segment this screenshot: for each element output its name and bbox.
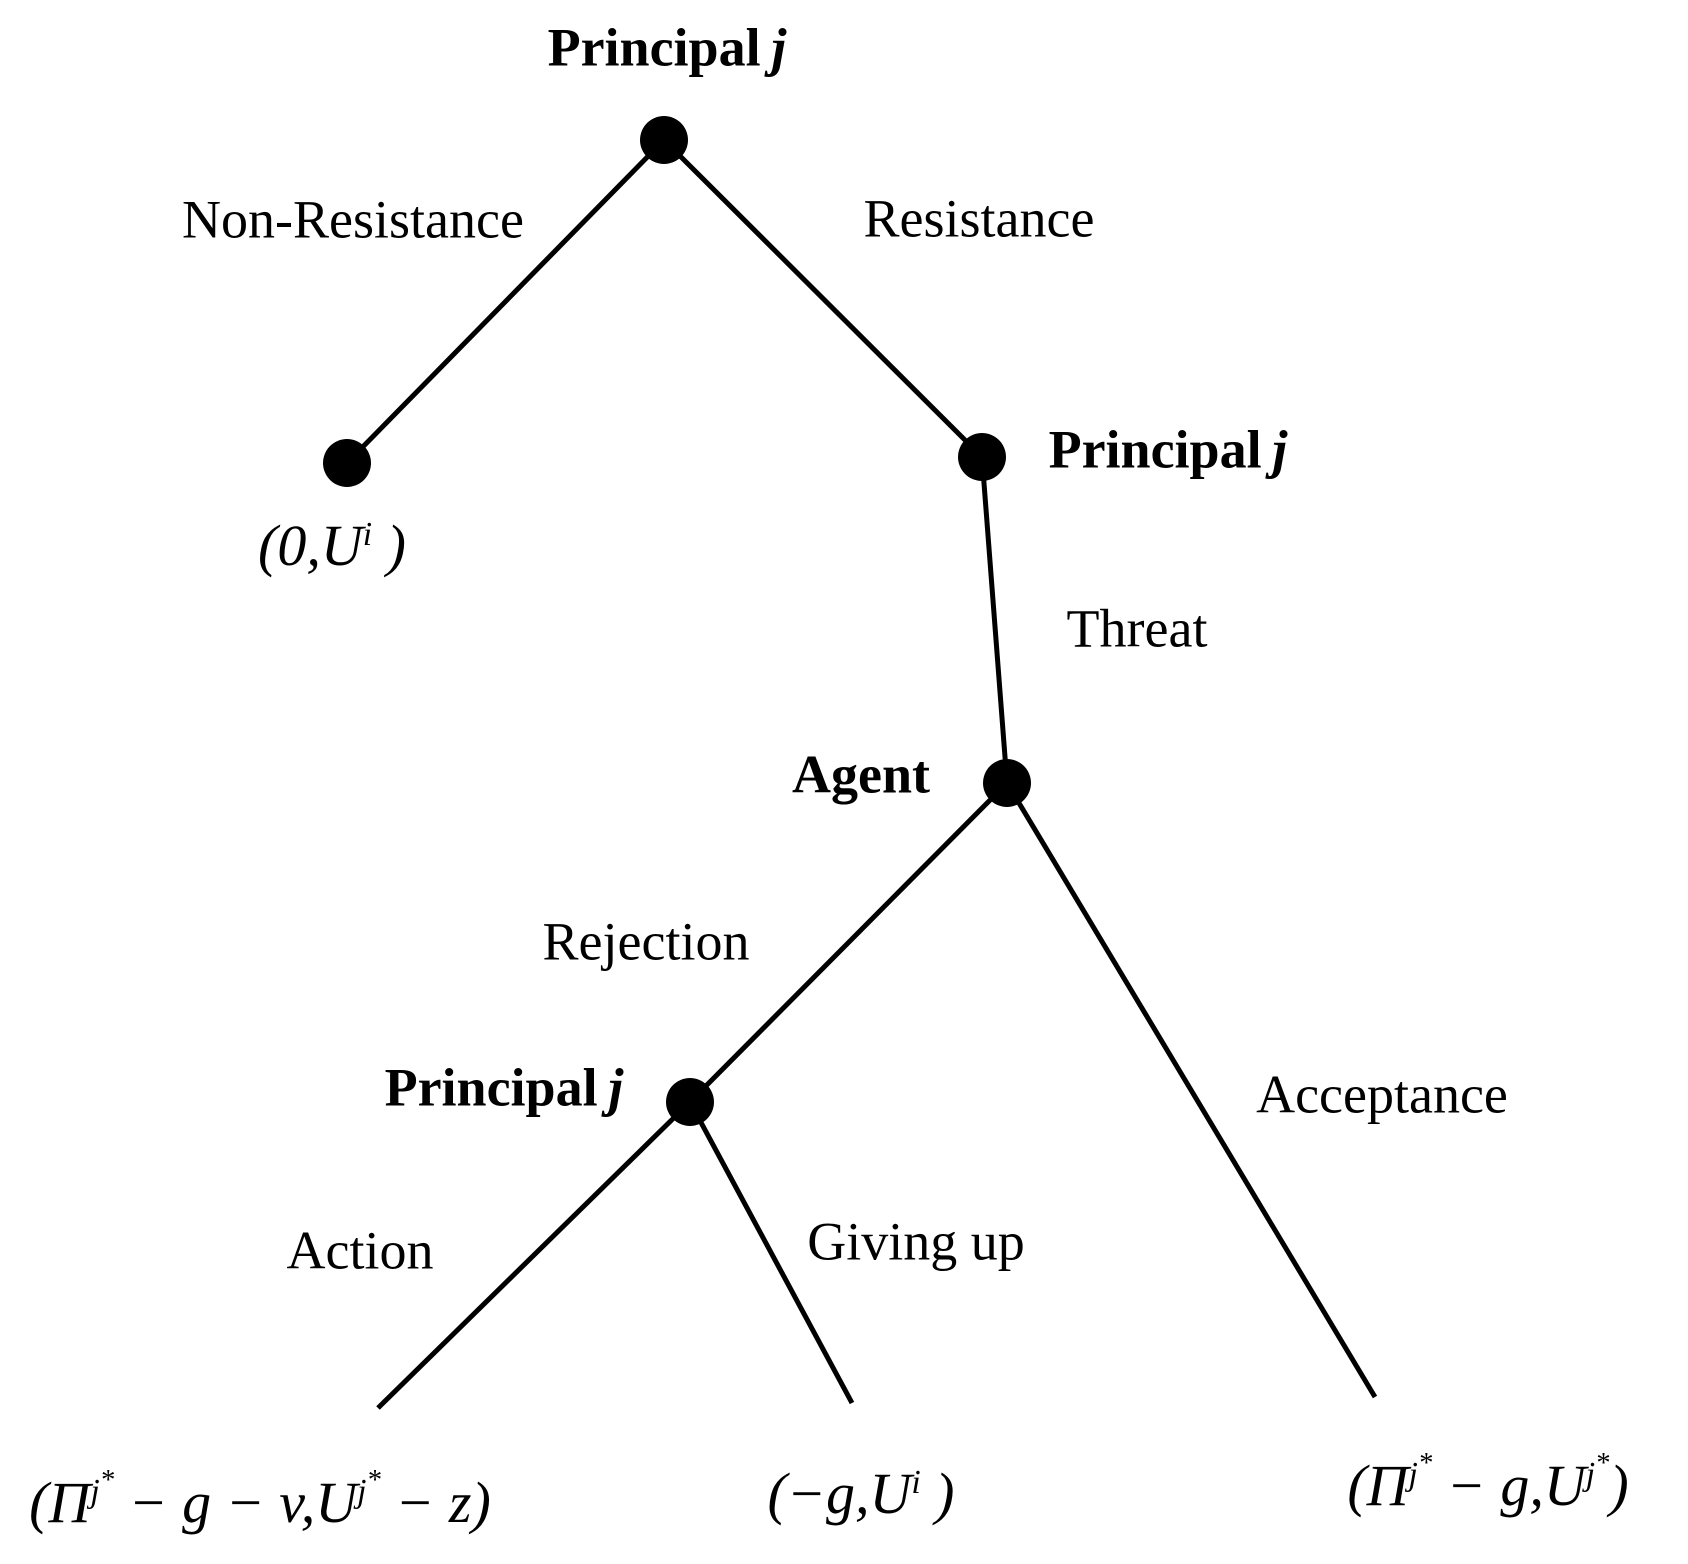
player-name: Principal (1048, 419, 1262, 480)
superscript-star: * (99, 1464, 115, 1496)
edge-label-action: Action (286, 1220, 434, 1281)
expression-tail: − z (380, 1470, 472, 1536)
edge-label-threat: Threat (1066, 598, 1208, 659)
edge-label-resistance: Resistance (863, 188, 1095, 249)
profit-symbol: Π (1366, 1453, 1409, 1519)
superscript: j* (357, 1466, 381, 1510)
utility-symbol: U (320, 513, 363, 579)
node-non-resistance-leaf-dot (323, 439, 371, 487)
superscript: j* (90, 1466, 114, 1510)
superscript-index: j (1408, 1455, 1418, 1493)
profit-symbol: Π (48, 1470, 91, 1536)
edge-action-line (376, 1100, 692, 1410)
utility-symbol: U (869, 1461, 912, 1527)
payoff-non-resistance: (0,Ui ) (258, 514, 406, 578)
node-rejection-dot (666, 1078, 714, 1126)
edge-acceptance-line (1004, 781, 1378, 1399)
player-index: j (1272, 419, 1288, 480)
superscript: j* (1408, 1449, 1433, 1493)
superscript-index: j (90, 1472, 100, 1510)
superscript: j* (1585, 1449, 1610, 1493)
payoff-action: (Πj* − g − v,Uj* − z) (29, 1466, 491, 1536)
node-label-agent: Agent (792, 745, 930, 804)
player-index: j (771, 17, 787, 78)
expression-middle: − g, (1432, 1453, 1544, 1519)
paren-close: ) (372, 513, 406, 579)
superscript: i (911, 1464, 920, 1501)
edge-non-resistance-line (345, 138, 666, 465)
player-name: Agent (792, 744, 930, 805)
superscript-index: i (911, 1463, 921, 1501)
edge-label-acceptance: Acceptance (1256, 1064, 1508, 1125)
paren-open: ( (1347, 1453, 1367, 1519)
superscript-star: * (1595, 1447, 1610, 1479)
player-index: j (608, 1057, 624, 1118)
edge-label-rejection: Rejection (542, 911, 750, 972)
paren-open: ( (29, 1470, 49, 1536)
paren-close: ) (1609, 1453, 1629, 1519)
superscript-star: * (366, 1464, 381, 1496)
paren-open: (−g, (767, 1461, 870, 1527)
superscript: i (363, 516, 372, 553)
edge-threat-line (979, 456, 1010, 784)
utility-symbol: U (315, 1470, 358, 1536)
superscript-index: i (362, 515, 373, 553)
paren-close: ) (471, 1470, 491, 1536)
superscript-star: * (1417, 1447, 1433, 1479)
edge-rejection-line (688, 781, 1009, 1104)
node-root-dot (640, 116, 688, 164)
player-name: Principal (547, 17, 761, 78)
paren-close: ) (920, 1461, 955, 1527)
edge-label-giving-up: Giving up (807, 1211, 1025, 1272)
expression-middle: − g − v, (114, 1470, 316, 1536)
payoff-acceptance: (Πj* − g,Uj*) (1347, 1449, 1629, 1519)
edge-label-non-resistance: Non-Resistance (182, 189, 524, 250)
superscript-index: j (1585, 1455, 1596, 1493)
utility-symbol: U (1543, 1453, 1586, 1519)
node-resistance-dot (958, 433, 1006, 481)
player-name: Principal (384, 1057, 598, 1118)
paren-open: (0, (258, 513, 321, 579)
node-agent-dot (983, 759, 1031, 807)
edge-resistance-line (662, 138, 984, 459)
edge-giving-up-line (687, 1100, 855, 1405)
superscript-index: j (357, 1472, 367, 1510)
payoff-giving-up: (−g,Ui ) (767, 1462, 954, 1526)
